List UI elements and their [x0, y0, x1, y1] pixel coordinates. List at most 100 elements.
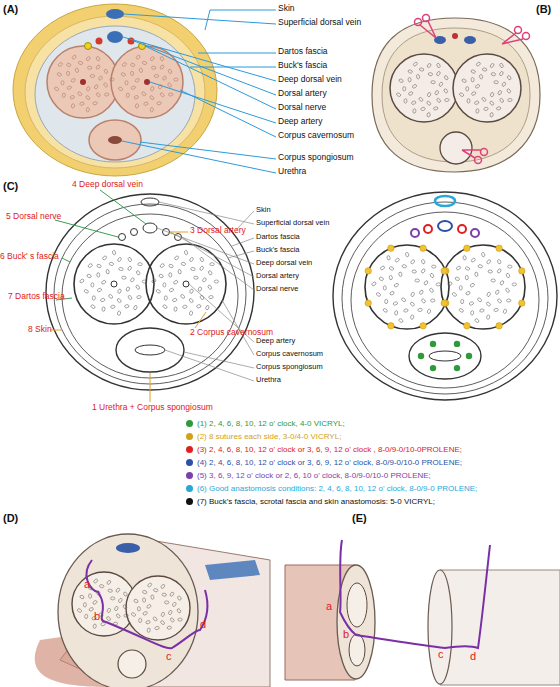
tissue-cell — [104, 69, 109, 74]
tissue-cell — [169, 288, 174, 293]
tissue-cell — [147, 628, 151, 633]
tissue-cell — [85, 614, 88, 619]
tissue-cell — [61, 81, 64, 85]
tissue-cell — [151, 279, 156, 284]
tissue-cell — [427, 309, 431, 314]
tissue-cell — [210, 263, 215, 266]
tissue-cell — [99, 584, 104, 588]
tissue-cell — [93, 624, 97, 629]
tissue-cell — [79, 102, 84, 106]
tissue-cell — [444, 75, 449, 80]
tissue-cell — [408, 77, 411, 82]
tissue-cell — [207, 285, 212, 290]
tissue-cell — [497, 259, 501, 264]
tissue-cell — [117, 289, 121, 294]
tissue-cell — [162, 304, 167, 309]
dorsal-nerve — [471, 229, 479, 237]
tissue-cell — [151, 595, 155, 600]
panel-letter: (A) — [3, 3, 18, 16]
tissue-cell — [117, 298, 122, 303]
tissue-cell — [479, 74, 483, 79]
part-label: Dartos fascia — [278, 47, 328, 57]
tissue-cell — [128, 257, 132, 262]
scissors-handle — [475, 157, 482, 164]
tissue-cell — [383, 286, 386, 290]
leader-line — [182, 237, 254, 290]
suture-dot — [418, 353, 424, 359]
tissue-cell — [110, 78, 115, 81]
dartos-outline — [342, 202, 548, 394]
leader-line — [123, 37, 276, 81]
tissue-cell — [88, 594, 91, 599]
tissue-cell — [506, 88, 511, 93]
corpus-cavernosum — [390, 54, 458, 122]
tissue-cell — [172, 602, 177, 607]
tissue-cell — [380, 265, 385, 270]
tissue-cell — [419, 67, 424, 71]
corpus-cavernosum — [453, 54, 521, 122]
part-label: Dorsal artery — [278, 89, 327, 99]
leader-line — [228, 251, 254, 258]
tissue-cell — [471, 77, 474, 82]
tissue-cell — [160, 620, 165, 625]
corpus-cavernosum — [441, 245, 525, 329]
suture-dot — [454, 341, 460, 347]
tissue-cell — [421, 298, 426, 303]
tissue-cell — [405, 252, 409, 257]
tissue-cell — [115, 588, 120, 593]
tissue-cell — [508, 265, 513, 268]
legend-swatch — [186, 420, 193, 427]
tissue-cell — [506, 273, 511, 278]
tissue-cell — [494, 81, 499, 84]
tissue-cell — [466, 87, 469, 91]
urethra — [135, 345, 165, 355]
leader-line — [170, 232, 188, 233]
dartos-outline — [54, 204, 246, 384]
tissue-cell — [475, 84, 480, 89]
tissue-cell — [432, 265, 437, 268]
tissue-cell — [102, 255, 107, 260]
scissors-blade — [502, 33, 523, 44]
tissue-cell — [146, 604, 151, 609]
tissue-cell — [438, 82, 443, 87]
tissue-cell — [155, 626, 160, 630]
tissue-cell — [125, 81, 128, 85]
urethra — [108, 136, 122, 144]
leader-line — [50, 330, 62, 331]
tissue-cell — [154, 74, 159, 77]
leader-line — [62, 258, 70, 262]
tissue-cell — [162, 75, 167, 80]
tissue-cell — [471, 69, 476, 73]
part-label: Buck's fascia — [256, 246, 300, 255]
leader-line — [232, 238, 254, 246]
callout-number: 5 Dorsal nerve — [6, 212, 61, 222]
part-label: Urethra — [278, 167, 306, 177]
point-letter: d — [200, 618, 206, 631]
skin-outline — [333, 192, 557, 400]
tissue-cell — [174, 307, 178, 312]
tissue-cell — [131, 85, 136, 90]
dorsal-artery — [458, 225, 466, 233]
tissue-cell — [508, 98, 513, 102]
legend-row: (5) 3, 6, 9, 12 o' clock or 2, 6, 10 o' … — [186, 470, 431, 482]
tissue-cell — [476, 109, 480, 114]
tissue-cell — [142, 61, 147, 65]
tissue-cell — [134, 95, 139, 99]
tissue-cell — [479, 308, 484, 312]
tissue-cell — [465, 266, 470, 270]
deep-artery — [111, 281, 117, 287]
tissue-cell — [126, 286, 131, 291]
tissue-cell — [497, 90, 502, 95]
tissue-cell — [205, 305, 209, 310]
tissue-cell — [133, 305, 137, 310]
tissue-cell — [167, 82, 172, 87]
tissue-cell — [497, 298, 502, 303]
part-label: Urethra — [256, 376, 281, 385]
tissue-cell — [85, 95, 90, 100]
tissue-cell — [436, 98, 441, 103]
skin-layer — [13, 4, 217, 176]
tissue-cell — [459, 92, 464, 97]
tissue-cell — [160, 584, 165, 589]
tissue-cell — [168, 69, 173, 74]
leader-line — [170, 232, 254, 277]
